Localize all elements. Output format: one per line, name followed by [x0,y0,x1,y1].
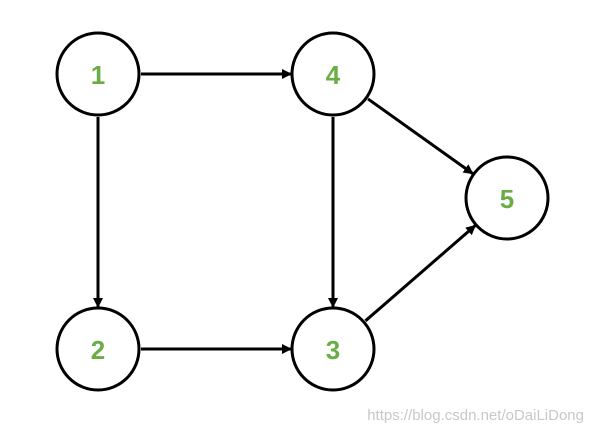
node-label-3: 3 [326,335,340,365]
node-circle-5 [464,155,550,241]
watermark-text: https://blog.csdn.net/oDaiLiDong [367,407,584,424]
graph-node-2: 2 [55,306,141,392]
node-label-4: 4 [326,60,341,90]
edge-arrow-4-to-5 [367,97,474,175]
node-label-2: 2 [91,335,105,365]
node-label-5: 5 [500,184,514,214]
graph-node-4: 4 [290,31,376,117]
node-circle-3 [290,306,376,392]
edges-layer [93,69,477,354]
node-circle-4 [290,31,376,117]
node-circle-1 [55,31,141,117]
nodes-layer: 1 2 3 4 5 [55,31,550,392]
graph-node-1: 1 [55,31,141,117]
graph-node-5: 5 [464,155,550,241]
graph-node-3: 3 [290,306,376,392]
edge-arrow-3-to-5 [364,224,477,322]
node-label-1: 1 [91,60,105,90]
node-circle-2 [55,306,141,392]
